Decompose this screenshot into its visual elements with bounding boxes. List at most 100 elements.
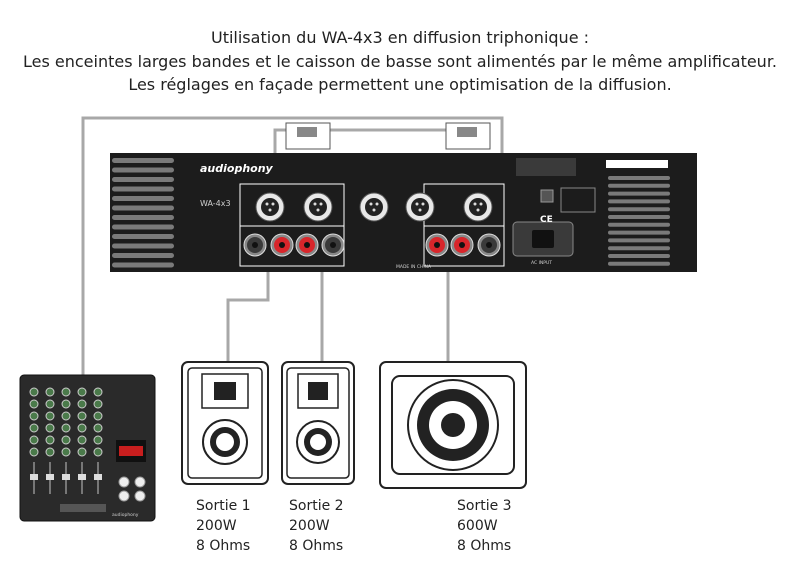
mixer-knob bbox=[29, 423, 39, 433]
caption-line-3: Les réglages en façade permettent une op… bbox=[128, 75, 672, 94]
mixer-knob bbox=[45, 435, 55, 445]
output-3-name: Sortie 3 bbox=[457, 498, 512, 514]
cables bbox=[81, 116, 504, 375]
vent-slot-left bbox=[112, 186, 174, 192]
amplifier-model: WA-4x3 bbox=[200, 199, 231, 208]
mixer-output-jack bbox=[134, 490, 146, 502]
mixer-knob bbox=[45, 423, 55, 433]
dip-switch-right bbox=[457, 127, 477, 137]
vent-slot-left bbox=[112, 196, 174, 201]
mixer-knob bbox=[93, 399, 103, 409]
vent-slot-right bbox=[608, 238, 670, 243]
xlr-pin bbox=[265, 202, 269, 206]
output-2-impedance: 8 Ohms bbox=[289, 538, 344, 554]
caption-line-2: Les enceintes larges bandes et le caisso… bbox=[22, 52, 778, 71]
xlr-socket bbox=[309, 198, 327, 216]
mixer-knob bbox=[77, 411, 87, 421]
vent-slot-right bbox=[608, 261, 670, 266]
output-1-impedance: 8 Ohms bbox=[196, 538, 251, 554]
outputs-frame-right bbox=[423, 225, 505, 267]
mixer-output-jack bbox=[118, 490, 130, 502]
mixer-knob bbox=[61, 447, 71, 457]
vent-slot-left bbox=[112, 205, 174, 211]
caption-line-1: Utilisation du WA-4x3 en diffusion triph… bbox=[210, 28, 590, 47]
mixer: audiophony bbox=[19, 374, 156, 522]
xlr-socket bbox=[261, 198, 279, 216]
mixer-knob bbox=[77, 387, 87, 397]
terminal-hole bbox=[304, 242, 310, 248]
output-label-2: Sortie 2 200W 8 Ohms bbox=[289, 496, 344, 556]
power-label: AC INPUT bbox=[531, 260, 552, 266]
xlr-pin bbox=[418, 208, 422, 212]
ce-mark: CE bbox=[540, 215, 553, 225]
mixer-knob bbox=[77, 423, 87, 433]
subwoofer bbox=[379, 361, 527, 489]
vents-left bbox=[112, 158, 174, 268]
output-1-name: Sortie 1 bbox=[196, 498, 251, 514]
xlr-pin bbox=[421, 202, 425, 206]
mixer-knob bbox=[61, 387, 71, 397]
xlr-pin bbox=[271, 202, 275, 206]
fuse-holder bbox=[540, 189, 554, 203]
vent-slot-right bbox=[608, 207, 670, 212]
mixer-knob bbox=[93, 447, 103, 457]
mixer-output-jack bbox=[134, 476, 146, 488]
vents-right bbox=[608, 176, 670, 266]
spec-box bbox=[560, 187, 596, 213]
xlr-pin bbox=[473, 202, 477, 206]
terminal-hole bbox=[459, 242, 465, 248]
xlr-inputs bbox=[255, 192, 493, 222]
amplifier-brand: audiophony bbox=[200, 162, 274, 175]
terminal-hole bbox=[252, 242, 258, 248]
xlr-socket bbox=[469, 198, 487, 216]
cable-output-1 bbox=[226, 266, 270, 362]
made-in-label: MADE IN CHINA bbox=[396, 264, 432, 270]
output-2-power: 200W bbox=[289, 518, 330, 534]
xlr-pin bbox=[316, 208, 320, 212]
amplifier-panel: audiophony WA-4x3 CE AC INPUT MADE IN CH… bbox=[110, 153, 697, 272]
output-3-impedance: 8 Ohms bbox=[457, 538, 512, 554]
xlr-pin bbox=[369, 202, 373, 206]
mixer-brand: audiophony bbox=[112, 512, 139, 518]
vent-slot-left bbox=[112, 167, 174, 173]
vent-slot-left bbox=[112, 215, 174, 220]
subwoofer-cone bbox=[407, 379, 499, 471]
speaker-1-horn-throat bbox=[214, 382, 236, 400]
mixer-knob bbox=[45, 447, 55, 457]
mixer-fader-cap bbox=[46, 474, 54, 480]
vent-slot-right bbox=[608, 254, 670, 258]
xlr-pin bbox=[476, 208, 480, 212]
serial-label bbox=[606, 160, 668, 168]
speaker-terminals bbox=[243, 233, 501, 257]
xlr-pin bbox=[313, 202, 317, 206]
output-label-3: Sortie 3 600W 8 Ohms bbox=[457, 496, 512, 556]
dip-switch-labels bbox=[285, 122, 491, 150]
xlr-pin bbox=[268, 208, 272, 212]
mixer-channels bbox=[29, 387, 146, 512]
cable-mixer-to-amp bbox=[81, 116, 504, 375]
mixer-crossfader bbox=[60, 504, 106, 512]
output-1-power: 200W bbox=[196, 518, 237, 534]
mixer-fader-cap bbox=[30, 474, 38, 480]
vent-slot-right bbox=[608, 230, 670, 235]
xlr-pin bbox=[319, 202, 323, 206]
output-2-name: Sortie 2 bbox=[289, 498, 344, 514]
vent-slot-left bbox=[112, 177, 174, 182]
terminal-hole bbox=[434, 242, 440, 248]
vent-slot-left bbox=[112, 253, 174, 258]
vent-slot-left bbox=[112, 234, 174, 239]
speaker-2-woofer bbox=[296, 420, 340, 464]
speaker-2-horn bbox=[297, 373, 339, 409]
terminal-hole bbox=[279, 242, 285, 248]
amplifier-body bbox=[110, 153, 697, 272]
mixer-fader-cap bbox=[78, 474, 86, 480]
mixer-knob bbox=[93, 387, 103, 397]
power-socket bbox=[532, 230, 554, 248]
speaker-1-horn bbox=[201, 373, 249, 409]
mixer-knob bbox=[61, 435, 71, 445]
mixer-fader-cap bbox=[62, 474, 70, 480]
vent-slot-right bbox=[608, 176, 670, 180]
xlr-pin bbox=[479, 202, 483, 206]
mixer-knob bbox=[77, 447, 87, 457]
mixer-knob bbox=[61, 411, 71, 421]
